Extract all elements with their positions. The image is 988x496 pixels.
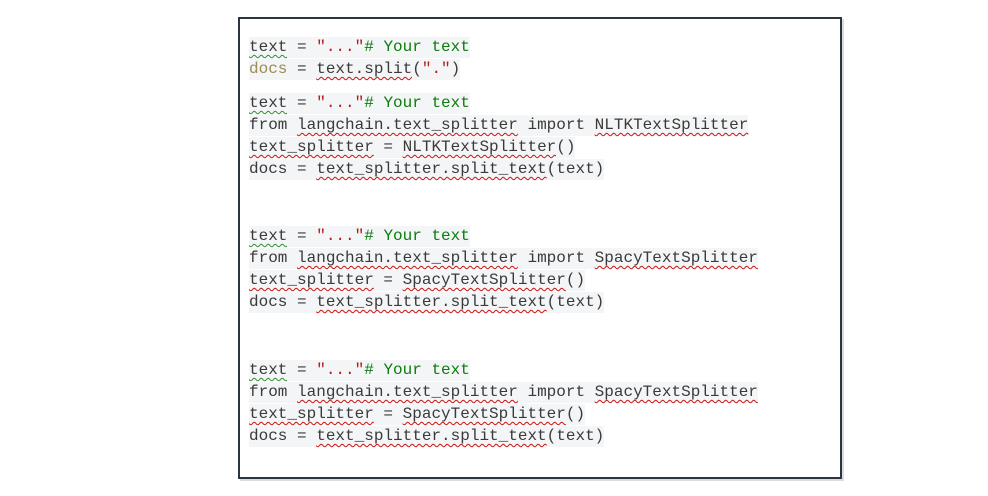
code-token-squiggle-red: NLTKTextSplitter	[402, 137, 557, 158]
code-token: docs	[249, 426, 288, 447]
code-token: "..."	[316, 37, 365, 58]
code-token-squiggle-red: text_splitter	[249, 270, 374, 291]
code-token: =	[287, 360, 317, 381]
code-token-squiggle-red: langchain.text_splitter	[297, 382, 518, 403]
code-token: (text)	[546, 426, 605, 447]
code-token: from	[249, 115, 298, 136]
code-token: =	[287, 159, 317, 180]
code-token: ()	[556, 137, 576, 158]
code-line: text = "..."# Your text	[249, 359, 830, 381]
code-token: import	[517, 115, 595, 136]
code-token-squiggle-green: text	[249, 360, 288, 381]
code-token: ()	[565, 404, 586, 425]
code-token-squiggle-red: text_splitter.split_text	[316, 159, 547, 180]
code-token: docs	[249, 59, 288, 80]
code-line: from langchain.text_splitter import NLTK…	[249, 114, 830, 136]
code-token-squiggle-red: NLTKTextSplitter	[594, 115, 749, 136]
code-token: =	[373, 137, 403, 158]
code-line: docs = text.split(".")	[249, 58, 830, 80]
code-token: from	[249, 382, 298, 403]
code-line: text_splitter = NLTKTextSplitter()	[249, 136, 830, 158]
code-token: =	[287, 292, 317, 313]
code-line: text = "..."# Your text	[249, 225, 830, 247]
code-line: text = "..."# Your text	[249, 92, 830, 114]
code-line: docs = text_splitter.split_text(text)	[249, 425, 830, 447]
code-token: docs	[249, 159, 288, 180]
code-token: # Your text	[364, 360, 470, 381]
code-token: import	[517, 382, 595, 403]
code-token: "."	[421, 59, 451, 80]
code-line: docs = text_splitter.split_text(text)	[249, 291, 830, 313]
code-line: text = "..."# Your text	[249, 36, 830, 58]
code-token-squiggle-red: text_splitter	[249, 404, 374, 425]
code-token: =	[373, 404, 403, 425]
code-token-squiggle-green: text	[249, 226, 288, 247]
code-token: (text)	[546, 292, 605, 313]
code-line: from langchain.text_splitter import Spac…	[249, 247, 830, 269]
code-token: (	[412, 59, 422, 80]
code-token-squiggle-red: langchain.text_splitter	[297, 115, 518, 136]
code-token: =	[373, 270, 403, 291]
code-token-squiggle-red: SpacyTextSplitter	[402, 404, 566, 425]
code-line: docs = text_splitter.split_text(text)	[249, 158, 830, 180]
code-token: =	[287, 59, 317, 80]
code-token: docs	[249, 292, 288, 313]
code-token-squiggle-green: text	[249, 93, 288, 114]
code-token: "..."	[316, 226, 365, 247]
code-token: =	[287, 226, 317, 247]
code-token: import	[517, 248, 595, 269]
code-token: )	[450, 59, 461, 80]
code-token: ()	[565, 270, 586, 291]
code-token: =	[287, 93, 317, 114]
code-token: "..."	[316, 360, 365, 381]
code-line: from langchain.text_splitter import Spac…	[249, 381, 830, 403]
code-token: =	[287, 426, 317, 447]
code-token-squiggle-red: SpacyTextSplitter	[402, 270, 566, 291]
code-token-squiggle-red: text_splitter.split_text	[316, 292, 547, 313]
code-token: (text)	[546, 159, 605, 180]
code-token: # Your text	[364, 93, 470, 114]
code-token-squiggle-red: SpacyTextSplitter	[594, 248, 758, 269]
code-token: "..."	[316, 93, 365, 114]
code-token: =	[287, 37, 317, 58]
code-token-squiggle-red: langchain.text_splitter	[297, 248, 518, 269]
code-token-squiggle-red: SpacyTextSplitter	[594, 382, 758, 403]
code-line: text_splitter = SpacyTextSplitter()	[249, 403, 830, 425]
code-token-squiggle-red: text.split	[316, 59, 413, 80]
code-token-squiggle-red: text_splitter	[249, 137, 374, 158]
code-token-squiggle-green: text	[249, 37, 288, 58]
code-token: # Your text	[364, 37, 470, 58]
code-token-squiggle-red: text_splitter.split_text	[316, 426, 547, 447]
code-token: from	[249, 248, 298, 269]
code-token: # Your text	[364, 226, 470, 247]
code-line: text_splitter = SpacyTextSplitter()	[249, 269, 830, 291]
